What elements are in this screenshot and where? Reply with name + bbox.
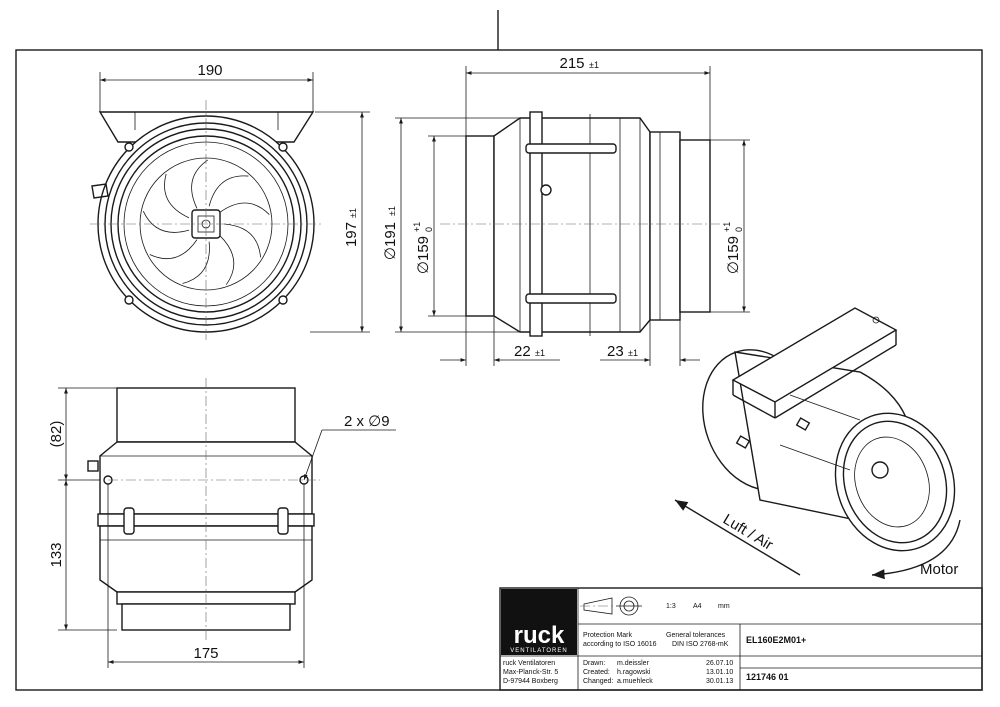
title-block bbox=[499, 587, 983, 691]
impeller-blade bbox=[208, 175, 249, 207]
front-height-dim: 197 bbox=[343, 222, 360, 247]
inlet-tol-lower: 0 bbox=[424, 227, 434, 232]
impeller-blade bbox=[164, 173, 190, 219]
impeller-blade bbox=[219, 202, 270, 215]
company-line3: D-97944 Boxberg bbox=[503, 678, 558, 685]
changed-name: a.muehleck bbox=[617, 678, 653, 685]
created-label: Created: bbox=[583, 669, 610, 676]
drawing-number: 121746 01 bbox=[746, 672, 789, 682]
outlet-tol-upper: +1 bbox=[722, 222, 732, 232]
impeller-blade bbox=[219, 235, 235, 285]
isometric-view bbox=[674, 307, 961, 580]
side-view bbox=[395, 66, 750, 366]
top-upper-dim: (82) bbox=[48, 421, 65, 448]
product-code: EL160E2M01+ bbox=[746, 635, 806, 645]
company-line2: Max-Planck-Str. 5 bbox=[503, 669, 558, 676]
inlet-tol-upper: +1 bbox=[412, 222, 422, 232]
front-height-tol: ±1 bbox=[348, 208, 358, 218]
left-spigot-tol: ±1 bbox=[535, 348, 545, 358]
logo-text: ruck bbox=[514, 622, 565, 649]
holes-label: 2 x ∅9 bbox=[344, 413, 390, 430]
sheet-frame bbox=[15, 10, 983, 691]
created-name: h.ragowski bbox=[617, 669, 651, 676]
tolerances-line2: DIN ISO 2768-mK bbox=[672, 641, 729, 648]
drawn-label: Drawn: bbox=[583, 660, 605, 667]
paper-size: A4 bbox=[693, 603, 702, 610]
side-length-dim: 215 bbox=[559, 55, 584, 72]
front-width-dim: 190 bbox=[197, 62, 222, 79]
outer-diameter-label: ∅191 bbox=[382, 222, 399, 260]
company-line1: ruck Ventilatoren bbox=[503, 660, 555, 667]
front-view bbox=[90, 72, 370, 340]
top-view bbox=[58, 378, 396, 668]
outlet-diameter-label: ∅159 bbox=[725, 236, 742, 274]
impeller-blade bbox=[191, 159, 208, 209]
right-spigot-dim: 23 bbox=[607, 343, 624, 360]
impeller-blades bbox=[142, 159, 270, 285]
impeller-blade bbox=[182, 241, 210, 284]
protection-mark-line2: according to ISO 16016 bbox=[583, 641, 657, 648]
created-date: 13.01.10 bbox=[706, 669, 733, 676]
projection-symbol-icon bbox=[580, 596, 642, 616]
changed-date: 30.01.13 bbox=[706, 678, 733, 685]
ruck-logo bbox=[501, 589, 577, 655]
right-spigot-tol: ±1 bbox=[628, 348, 638, 358]
drawn-name: m.deissler bbox=[617, 660, 650, 667]
impeller-blade bbox=[223, 223, 261, 258]
left-spigot-dim: 22 bbox=[514, 343, 531, 360]
outlet-tol-lower: 0 bbox=[734, 227, 744, 232]
protection-mark-line1: Protection Mark bbox=[583, 632, 633, 639]
inlet-diameter-label: ∅159 bbox=[415, 236, 432, 274]
units: mm bbox=[718, 603, 730, 610]
drawn-date: 26.07.10 bbox=[706, 660, 733, 667]
motor-label: Motor bbox=[920, 561, 958, 578]
impeller-blade bbox=[149, 239, 198, 259]
tolerances-line1: General tolerances bbox=[666, 632, 726, 639]
impeller-blade bbox=[142, 211, 190, 233]
logo-subtext: VENTILATOREN bbox=[510, 648, 567, 654]
outer-diameter-tol: ±1 bbox=[387, 206, 397, 216]
side-length-tol: ±1 bbox=[589, 60, 599, 70]
top-width-dim: 175 bbox=[193, 645, 218, 662]
changed-label: Changed: bbox=[583, 678, 613, 685]
top-lower-dim: 133 bbox=[48, 542, 65, 567]
scale-value: 1:3 bbox=[666, 603, 676, 610]
